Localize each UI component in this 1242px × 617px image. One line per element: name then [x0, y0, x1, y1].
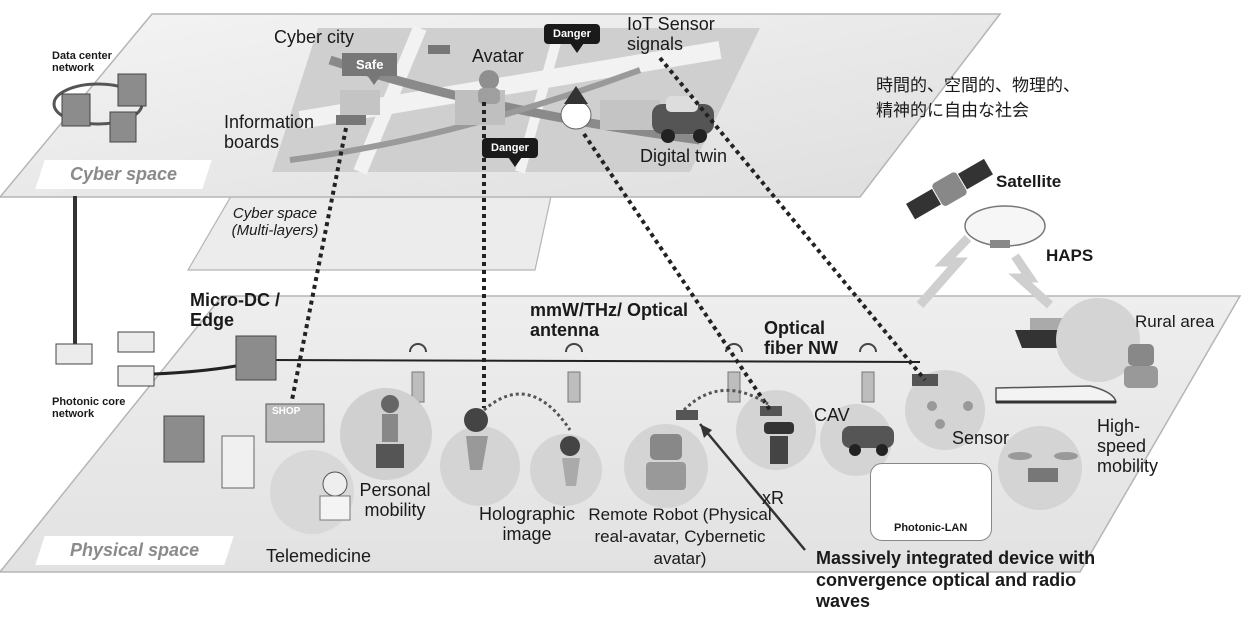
- rural-area-label: Rural area: [1135, 312, 1215, 331]
- doctor-figure: [319, 471, 351, 521]
- satellite-label: Satellite: [996, 172, 1062, 191]
- information-boards-label: Information boards: [224, 112, 315, 153]
- massive-device-label: Massively integrated device with converg…: [816, 548, 1096, 612]
- optical-fiber-label: Optical fiber NW: [764, 318, 838, 359]
- remote-robot-figure: [646, 434, 686, 490]
- shop-sign: SHOP: [272, 406, 301, 417]
- drone-icon: [1008, 452, 1078, 482]
- girl-hologram-figure-small: [560, 436, 580, 486]
- antenna-icon: [565, 343, 583, 403]
- shop-building: [265, 403, 325, 443]
- micro-dc-building: [235, 335, 277, 381]
- sat-link-beam: [916, 234, 972, 308]
- arrow-head: [700, 424, 712, 438]
- sign-small: [428, 45, 450, 54]
- iot-sensor-label: IoT Sensor signals: [627, 14, 715, 55]
- high-speed-mobility-label: High-speed mobility: [1097, 416, 1159, 477]
- device-chip-icon: [676, 410, 698, 420]
- cyber-city-label: Cyber city: [274, 27, 355, 47]
- cav-label: CAV: [814, 405, 850, 425]
- photonic-lan-label: Photonic-LAN: [894, 522, 968, 534]
- satellite-icon: [906, 158, 993, 220]
- ghost-icon: [560, 86, 592, 130]
- cyber-space-plane-label: Cyber space: [35, 160, 212, 189]
- local-wireless-links: [483, 389, 769, 431]
- cav-car-icon: [842, 426, 894, 456]
- haps-label: HAPS: [1046, 246, 1094, 265]
- data-center-label: Data center network: [52, 50, 112, 75]
- danger-badge-top: Danger: [544, 24, 600, 53]
- physical-space-plane-label: Physical space: [35, 536, 234, 565]
- device-chip-icon: [760, 406, 782, 416]
- data-center-network: [52, 73, 147, 143]
- device-pointer-arrow: [699, 423, 806, 551]
- photonic-core-network: [55, 331, 237, 387]
- photonic-core-label: Photonic core network: [52, 396, 126, 421]
- danger-badge-mid: Danger: [482, 138, 538, 167]
- segway-rider-figure: [376, 395, 404, 468]
- avatar-label: Avatar: [472, 46, 524, 66]
- holographic-image-label: Holographic image: [478, 504, 576, 545]
- cyber-sublayer-label: Cyber space (Multi-layers): [231, 205, 319, 239]
- avatar-figure: [478, 70, 500, 104]
- rural-area-circle: [1056, 298, 1140, 382]
- personal-mobility-label: Personal mobility: [359, 480, 431, 521]
- micro-dc-label: Micro-DC / Edge: [190, 290, 280, 331]
- mmw-antenna-label: mmW/THz/ Optical antenna: [530, 300, 689, 341]
- rural-robot-icon: [1124, 344, 1158, 388]
- haps-airship-icon: [964, 205, 1046, 248]
- remote-robot-label: Remote Robot (Physical real-avatar, Cybe…: [588, 505, 772, 569]
- digital-twin-label: Digital twin: [640, 146, 728, 166]
- xr-headset-figure: [764, 422, 794, 464]
- antenna-icon: [859, 343, 877, 403]
- xr-label: xR: [762, 488, 784, 508]
- car-icon: [652, 96, 714, 143]
- optical-fiber-line: [269, 359, 921, 363]
- haps-link-beam: [1008, 253, 1054, 309]
- server-rack-icon: [163, 415, 205, 463]
- safe-badge: Safe: [342, 53, 398, 85]
- girl-hologram-figure: [464, 408, 488, 470]
- train-icon: [995, 385, 1117, 404]
- butterfly-sensor-icons: [927, 401, 973, 429]
- antenna-icon: [409, 343, 427, 403]
- photonic-lan-box: [870, 463, 992, 541]
- telemedicine-label: Telemedicine: [266, 546, 372, 566]
- hospital-building: [221, 435, 255, 489]
- info-board-sign: [336, 115, 366, 125]
- japanese-caption: 時間的、空間的、物理的、 精神的に自由な社会: [876, 76, 1080, 120]
- sensor-label: Sensor: [952, 428, 1010, 448]
- sensor-circle: [905, 370, 985, 450]
- antenna-icon: [725, 343, 743, 403]
